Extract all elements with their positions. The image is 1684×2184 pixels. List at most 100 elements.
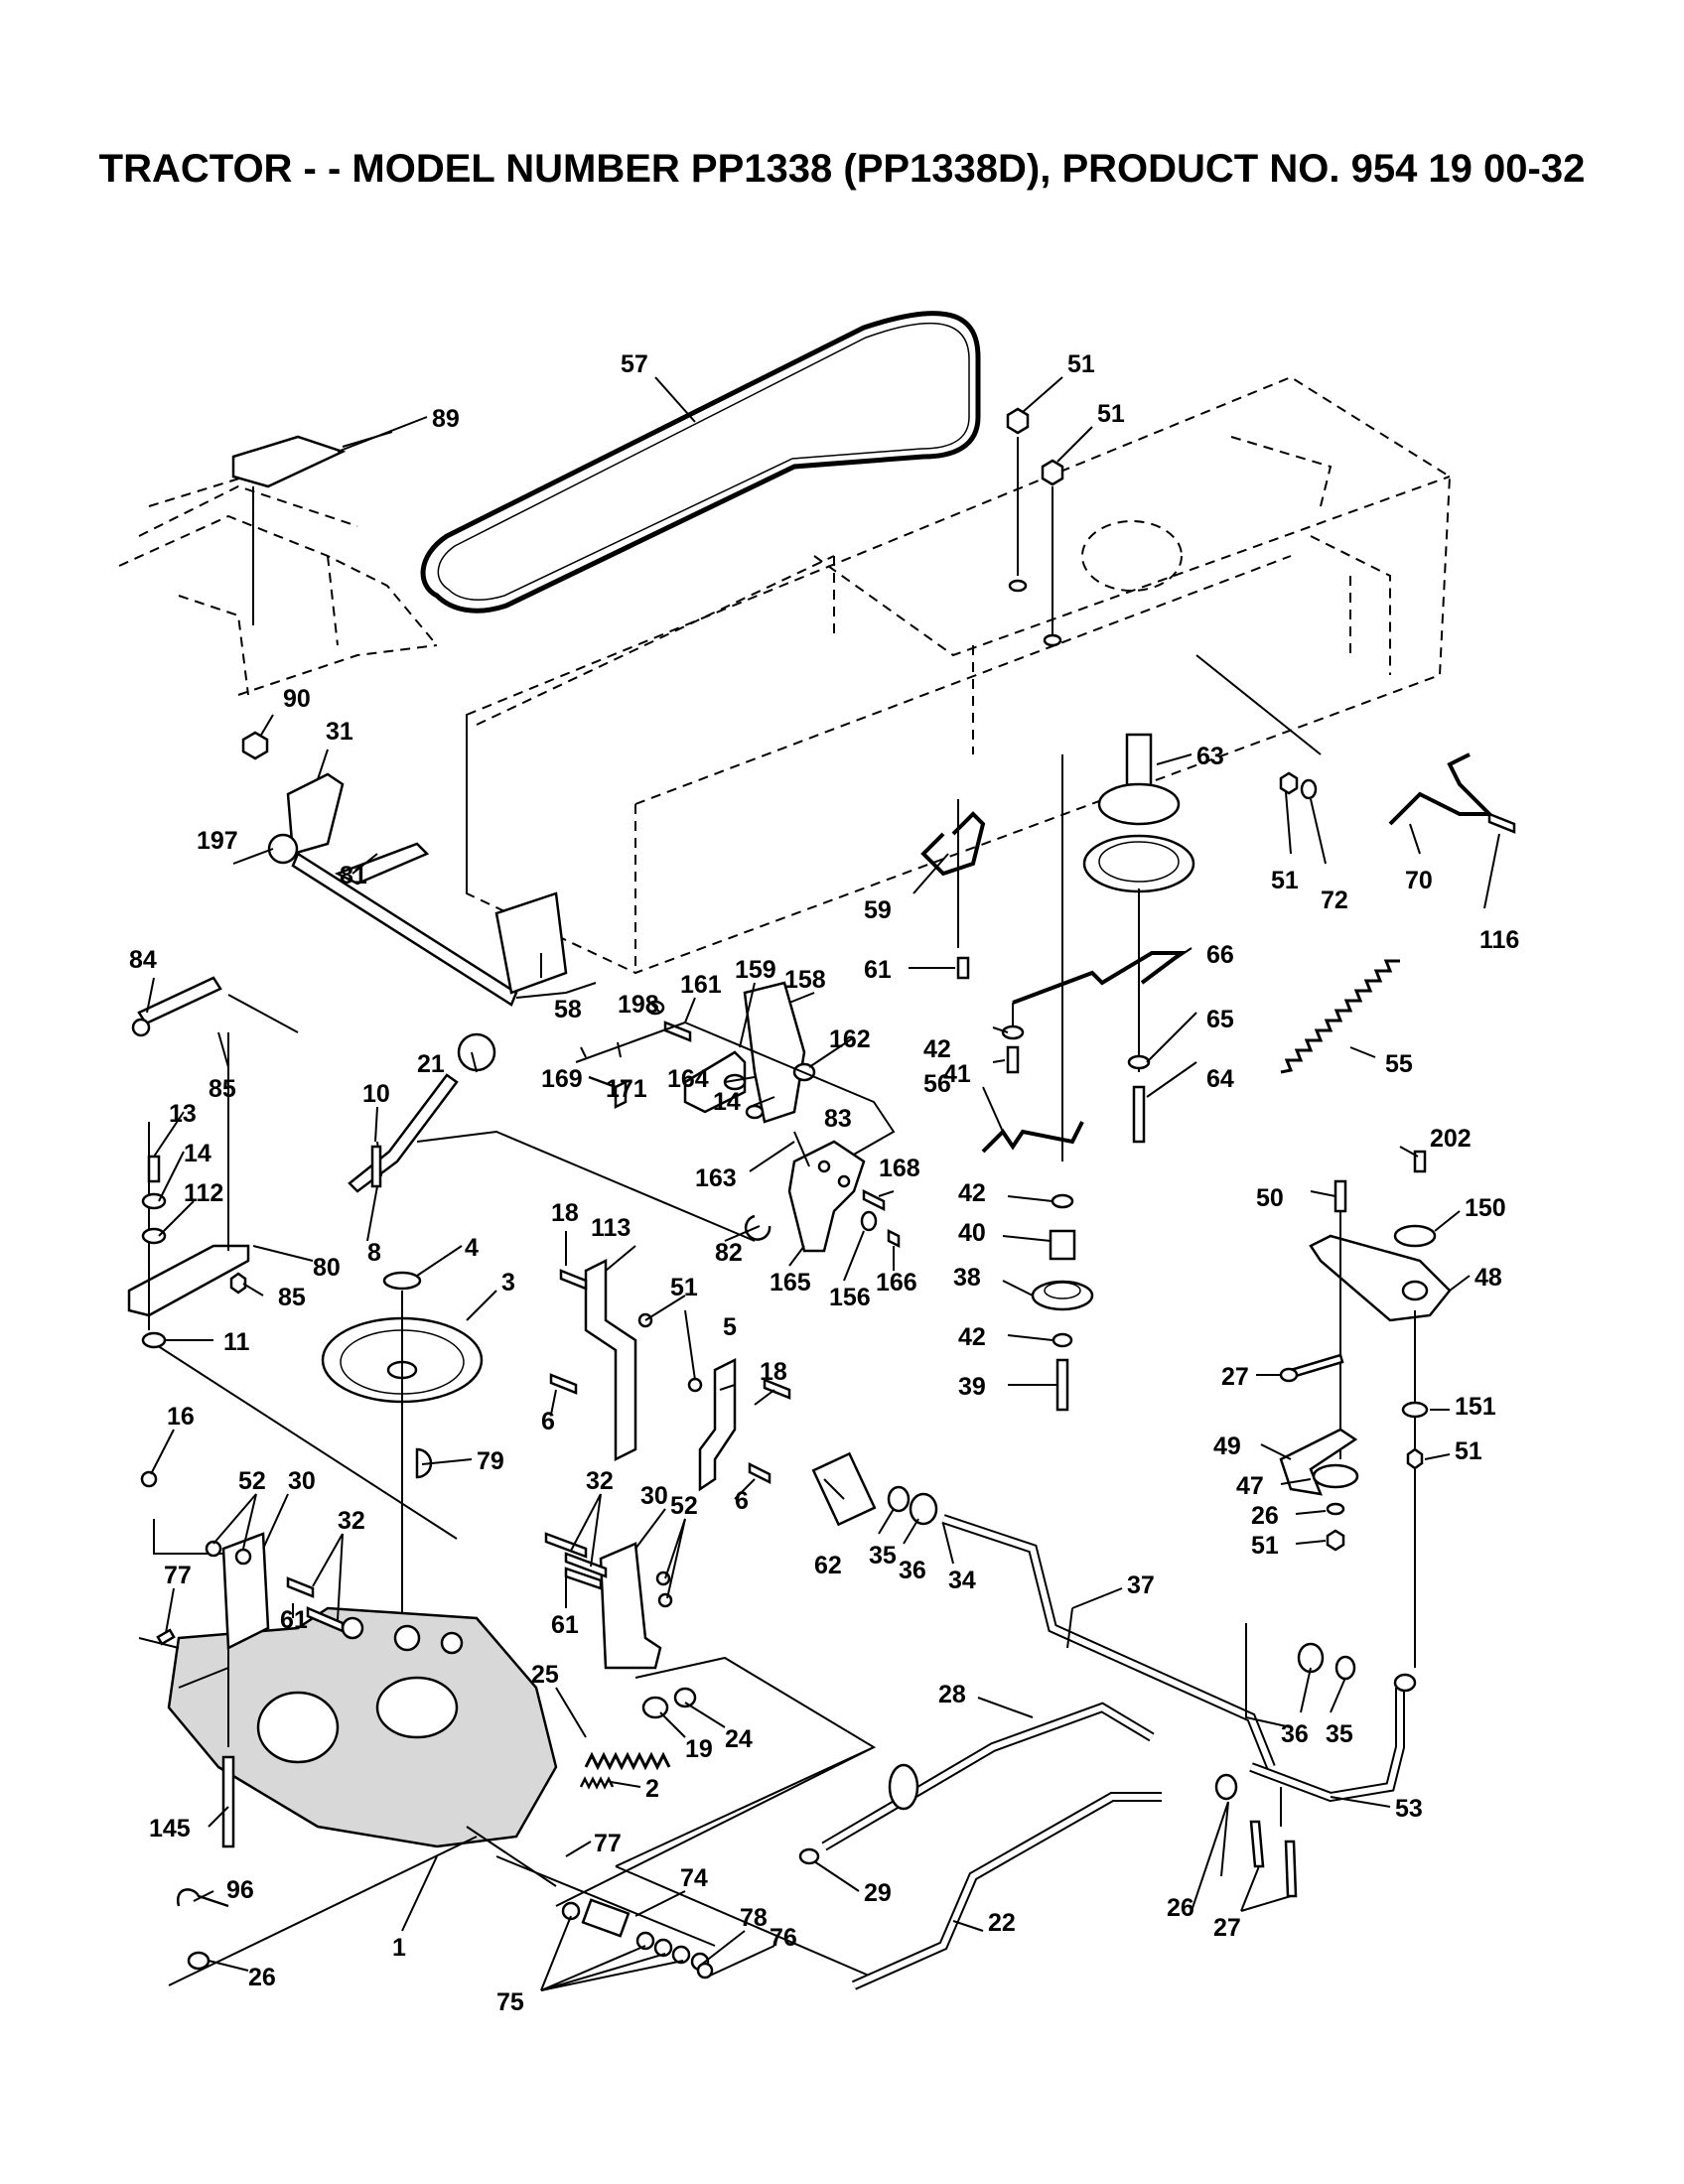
callout-164: 164	[667, 1065, 709, 1093]
bracket-83	[787, 1140, 866, 1253]
shift-plate-89	[231, 435, 347, 488]
callout-40: 40	[958, 1219, 986, 1247]
callout-14: 14	[713, 1088, 741, 1116]
callout-56: 56	[923, 1070, 951, 1098]
callout-13: 13	[169, 1100, 197, 1128]
callout-162: 162	[829, 1025, 871, 1053]
callout-80: 80	[313, 1254, 341, 1282]
callout-27: 27	[1221, 1363, 1249, 1391]
page-title: TRACTOR - - MODEL NUMBER PP1338 (PP1338D…	[98, 147, 1586, 191]
callout-26: 26	[248, 1964, 276, 1991]
bracket-158	[743, 981, 806, 1124]
callout-61: 61	[864, 956, 892, 984]
callout-156: 156	[829, 1284, 871, 1311]
washer-35b	[1334, 1655, 1356, 1681]
callout-48: 48	[1474, 1264, 1502, 1292]
callout-112: 112	[184, 1179, 223, 1207]
callout-36: 36	[1281, 1720, 1309, 1748]
callout-78: 78	[740, 1904, 768, 1932]
callout-64: 64	[1206, 1065, 1234, 1093]
callout-79: 79	[477, 1447, 504, 1475]
callout-31: 31	[326, 718, 353, 746]
callout-38: 38	[953, 1264, 981, 1292]
callout-150: 150	[1465, 1194, 1506, 1222]
callout-36: 36	[899, 1557, 926, 1584]
bracket-159	[683, 1050, 747, 1114]
callout-29: 29	[864, 1879, 892, 1907]
callout-171: 171	[606, 1075, 647, 1103]
idler-bracket-48	[1309, 1234, 1452, 1322]
bushing-197	[267, 833, 299, 865]
rod-41	[981, 1121, 1084, 1154]
callout-42: 42	[958, 1179, 986, 1207]
callout-77: 77	[164, 1562, 192, 1589]
callout-61: 61	[551, 1611, 579, 1639]
shaft-34	[941, 1514, 1276, 1769]
callout-2: 2	[645, 1775, 659, 1803]
rod-70	[1388, 752, 1494, 826]
idler-pulley	[1082, 834, 1195, 893]
callout-27: 27	[1213, 1914, 1241, 1942]
washer-36b	[1297, 1642, 1325, 1674]
callout-62: 62	[814, 1552, 842, 1579]
callout-85: 85	[209, 1075, 236, 1103]
callout-74: 74	[680, 1864, 708, 1892]
nut-90	[241, 731, 269, 760]
ferrule-29	[798, 1847, 820, 1865]
callout-59: 59	[864, 896, 892, 924]
callout-4: 4	[465, 1234, 479, 1262]
link-plate-80	[127, 1244, 250, 1317]
callout-169: 169	[541, 1065, 583, 1093]
callout-159: 159	[735, 956, 776, 984]
callout-70: 70	[1405, 867, 1433, 894]
tractor-frame-outline	[118, 375, 1452, 975]
callout-66: 66	[1206, 941, 1234, 969]
callout-198: 198	[618, 991, 659, 1019]
callout-145: 145	[149, 1815, 191, 1843]
callout-81: 81	[340, 862, 367, 889]
bracket-49	[1279, 1428, 1358, 1496]
callout-51: 51	[1251, 1532, 1279, 1560]
callout-3: 3	[501, 1269, 515, 1297]
callout-50: 50	[1256, 1184, 1284, 1212]
callout-labels: 57 51 51 89 90 31 197 81 84 85 58 198 16…	[129, 350, 1519, 2016]
pulley-47	[1312, 1463, 1359, 1489]
callout-26: 26	[1251, 1502, 1279, 1530]
callout-6: 6	[541, 1408, 555, 1435]
spring-55	[1280, 959, 1400, 1074]
callout-18: 18	[551, 1199, 579, 1227]
callout-82: 82	[715, 1239, 743, 1267]
callout-35: 35	[1326, 1720, 1353, 1748]
hairpin-96	[176, 1888, 229, 1908]
rod-84	[137, 976, 222, 1025]
callout-151: 151	[1455, 1393, 1496, 1421]
callout-5: 5	[723, 1313, 737, 1341]
callout-83: 83	[824, 1105, 852, 1133]
callout-76: 76	[770, 1924, 797, 1952]
callout-55: 55	[1385, 1050, 1413, 1078]
callout-51: 51	[1067, 350, 1095, 378]
callout-25: 25	[531, 1661, 559, 1689]
callout-52: 52	[238, 1467, 266, 1495]
callout-51: 51	[670, 1274, 698, 1301]
knob-21	[457, 1032, 496, 1072]
callout-34: 34	[948, 1567, 976, 1594]
callout-21: 21	[417, 1050, 445, 1078]
spring-25	[584, 1751, 671, 1771]
callout-30: 30	[640, 1482, 668, 1510]
callout-47: 47	[1236, 1472, 1264, 1500]
pulley-38	[1031, 1280, 1094, 1311]
callout-52: 52	[670, 1492, 698, 1520]
callout-51: 51	[1271, 867, 1299, 894]
transaxle-1	[167, 1606, 558, 1848]
callout-10: 10	[362, 1080, 390, 1108]
callout-18: 18	[760, 1358, 787, 1386]
callout-42: 42	[958, 1323, 986, 1351]
callout-16: 16	[167, 1403, 195, 1431]
callout-28: 28	[938, 1681, 966, 1708]
callout-72: 72	[1321, 887, 1348, 914]
callout-11: 11	[223, 1328, 250, 1356]
callout-165: 165	[770, 1269, 811, 1297]
bracket-30-left	[221, 1532, 270, 1650]
